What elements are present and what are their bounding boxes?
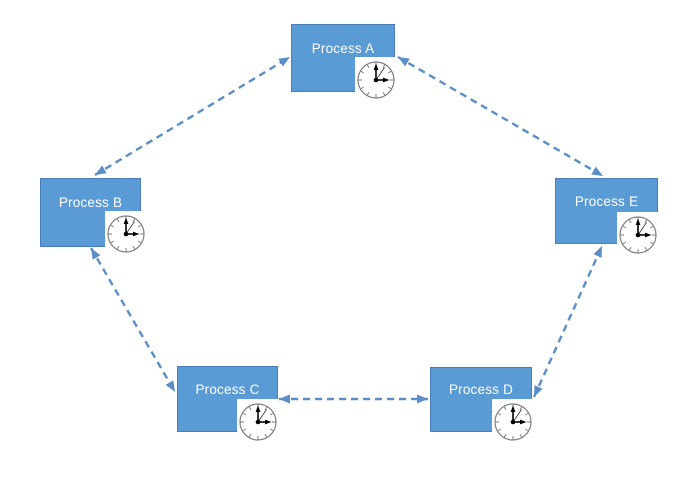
process-label: Process D [448,382,514,397]
clock-icon [617,212,659,258]
clock-icon [355,57,397,103]
clock-icon [105,211,147,257]
process-label: Process A [311,40,375,56]
node-process-c[interactable]: Process C [177,366,278,432]
node-process-d[interactable]: Process D [430,367,532,432]
edge-process-a-process-e [397,55,604,178]
edge-process-a-process-b [94,55,291,177]
clock-icon [492,399,534,445]
node-process-e[interactable]: Process E [555,178,658,244]
process-label: Process C [195,381,260,397]
node-process-b[interactable]: Process B [40,178,141,247]
edge-process-b-process-c [89,247,177,393]
node-process-a[interactable]: Process A [291,24,395,92]
process-label: Process B [58,195,123,210]
clock-icon [237,399,279,445]
process-label: Process E [574,193,639,209]
edge-process-d-process-e [532,245,604,398]
